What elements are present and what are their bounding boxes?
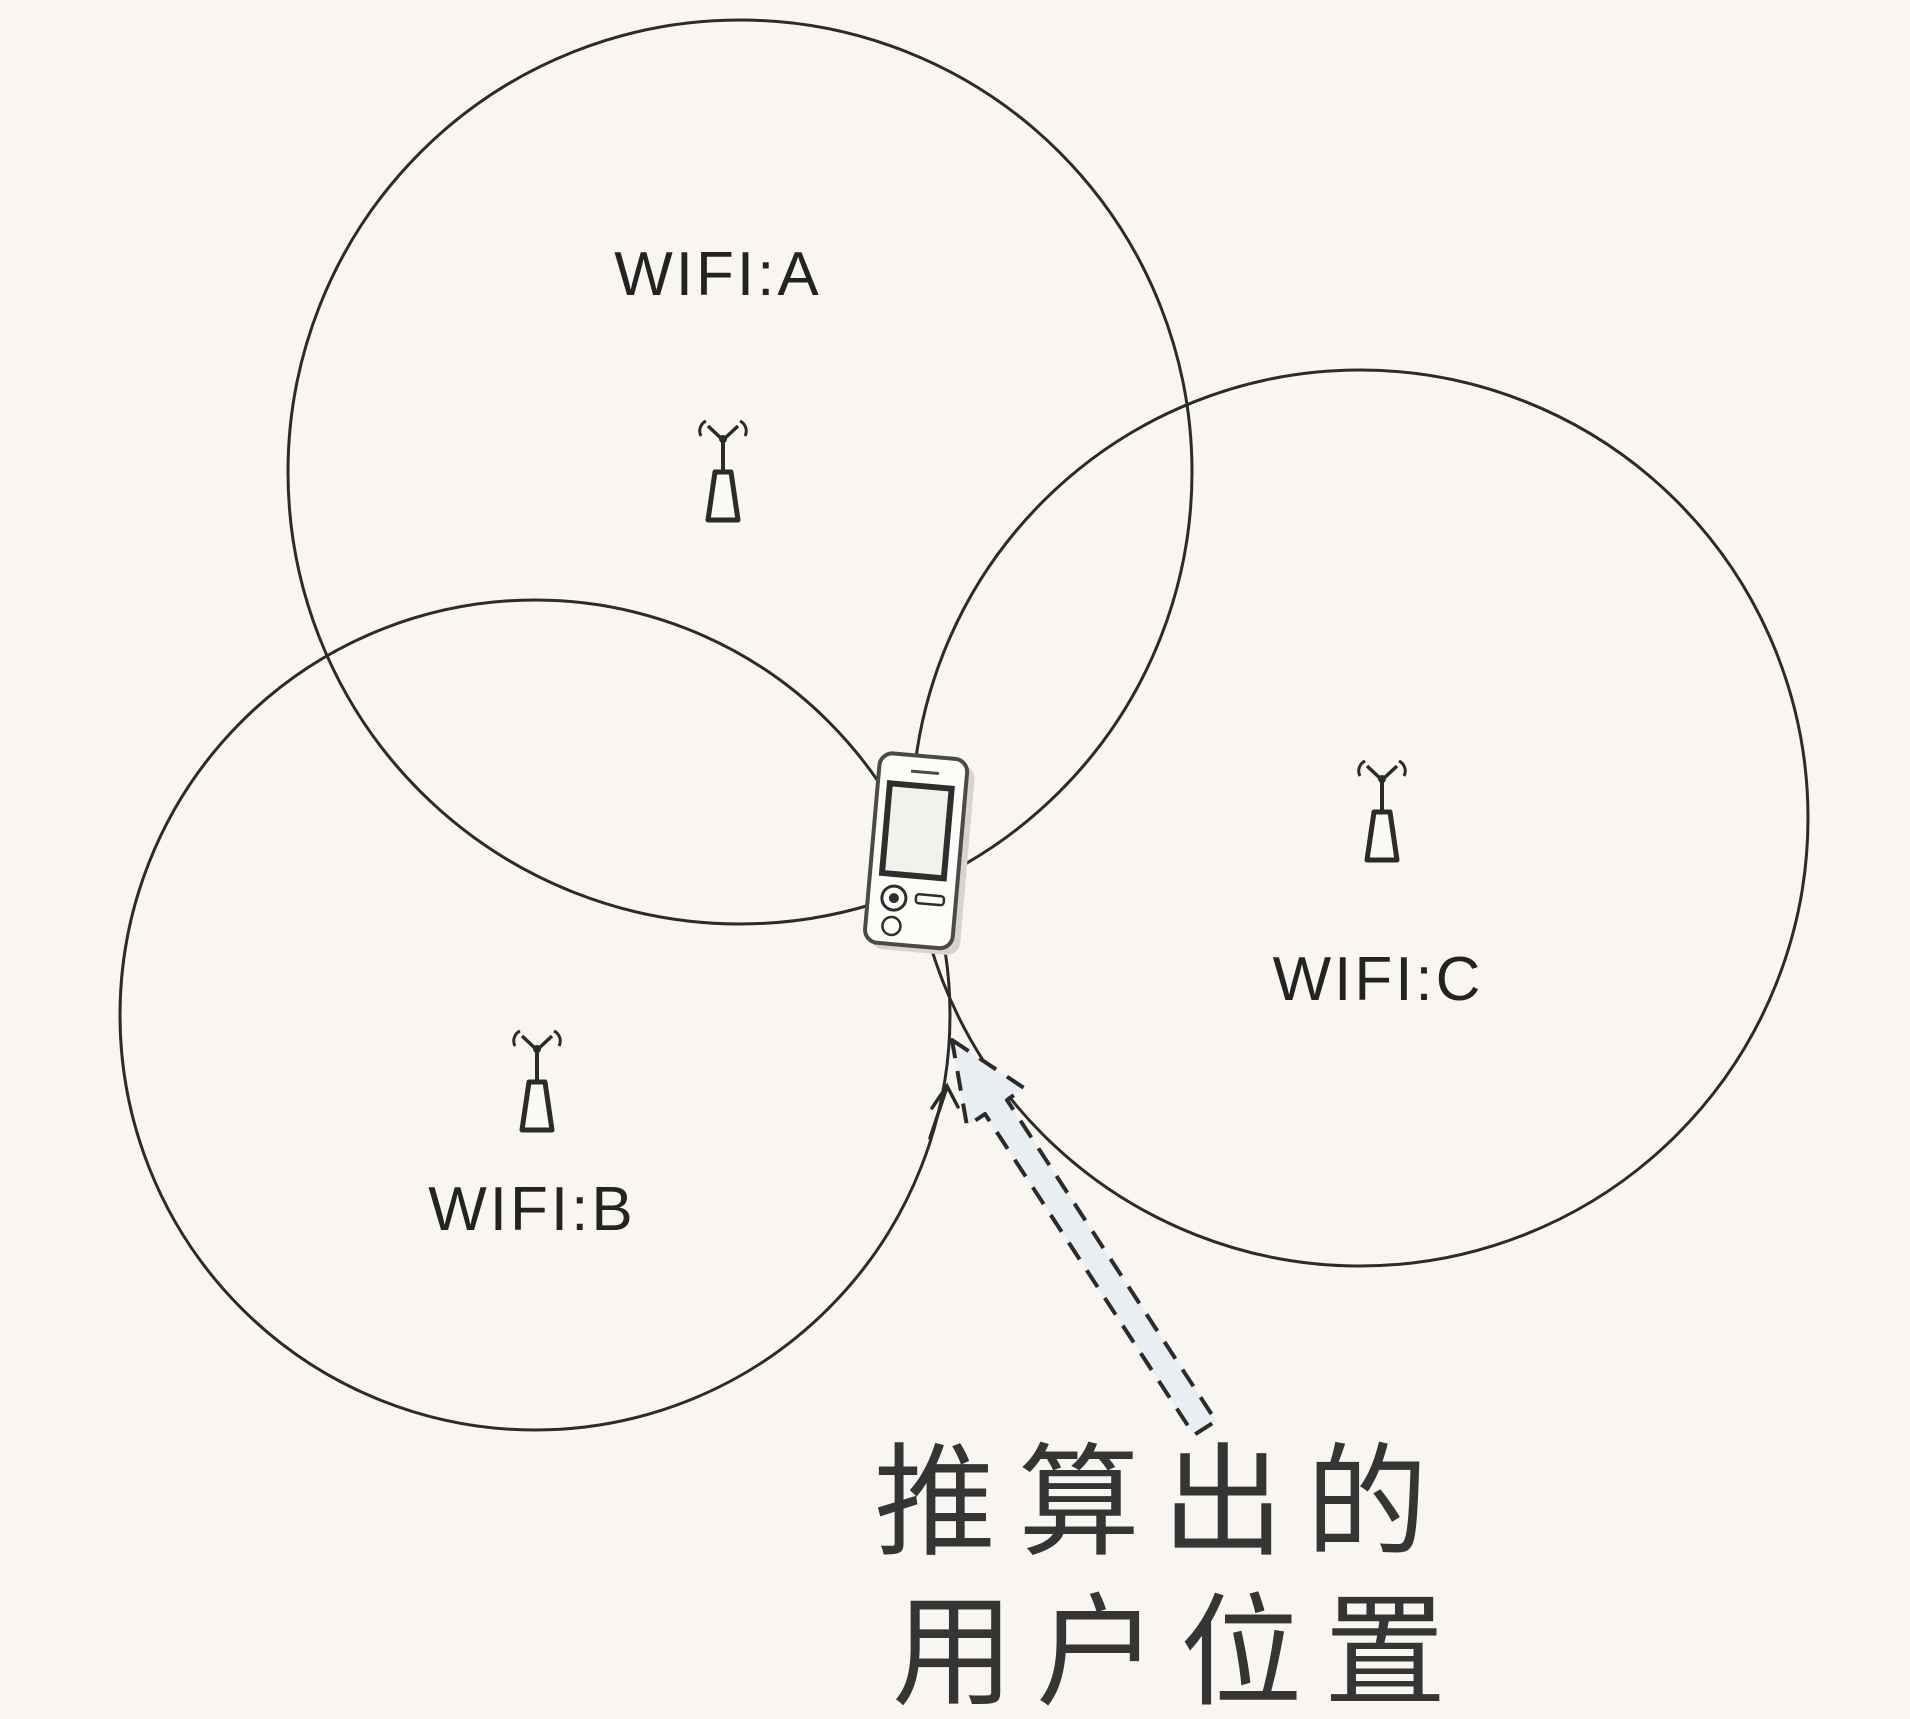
phone-earpiece: [910, 769, 940, 776]
annotation-line-1: 推算出的: [874, 1432, 1450, 1574]
antenna-c-icon: [1359, 761, 1405, 860]
annotation-line-2: 用户位置: [892, 1582, 1468, 1719]
wifi-a-coverage-circle: [286, 18, 1194, 926]
phone-key: [914, 893, 946, 907]
wifi-c-coverage-circle: [910, 368, 1810, 1268]
mobile-phone-icon: [863, 751, 975, 955]
dashed-arrow-icon: [950, 1038, 1218, 1437]
wifi-b-coverage-circle: [118, 598, 952, 1432]
wifi-b-label: WIFI:B: [428, 1175, 635, 1244]
phone-screen: [878, 780, 955, 882]
phone-key-2: [881, 915, 902, 937]
small-arrow-icon: [928, 1082, 960, 1140]
antenna-a-icon: [700, 421, 746, 520]
wifi-c-label: WIFI:C: [1273, 945, 1484, 1014]
phone-button-dot: [888, 893, 899, 904]
antenna-b-icon: [514, 1031, 560, 1130]
phone-button: [880, 884, 908, 912]
wifi-a-label: WIFI:A: [614, 240, 821, 309]
